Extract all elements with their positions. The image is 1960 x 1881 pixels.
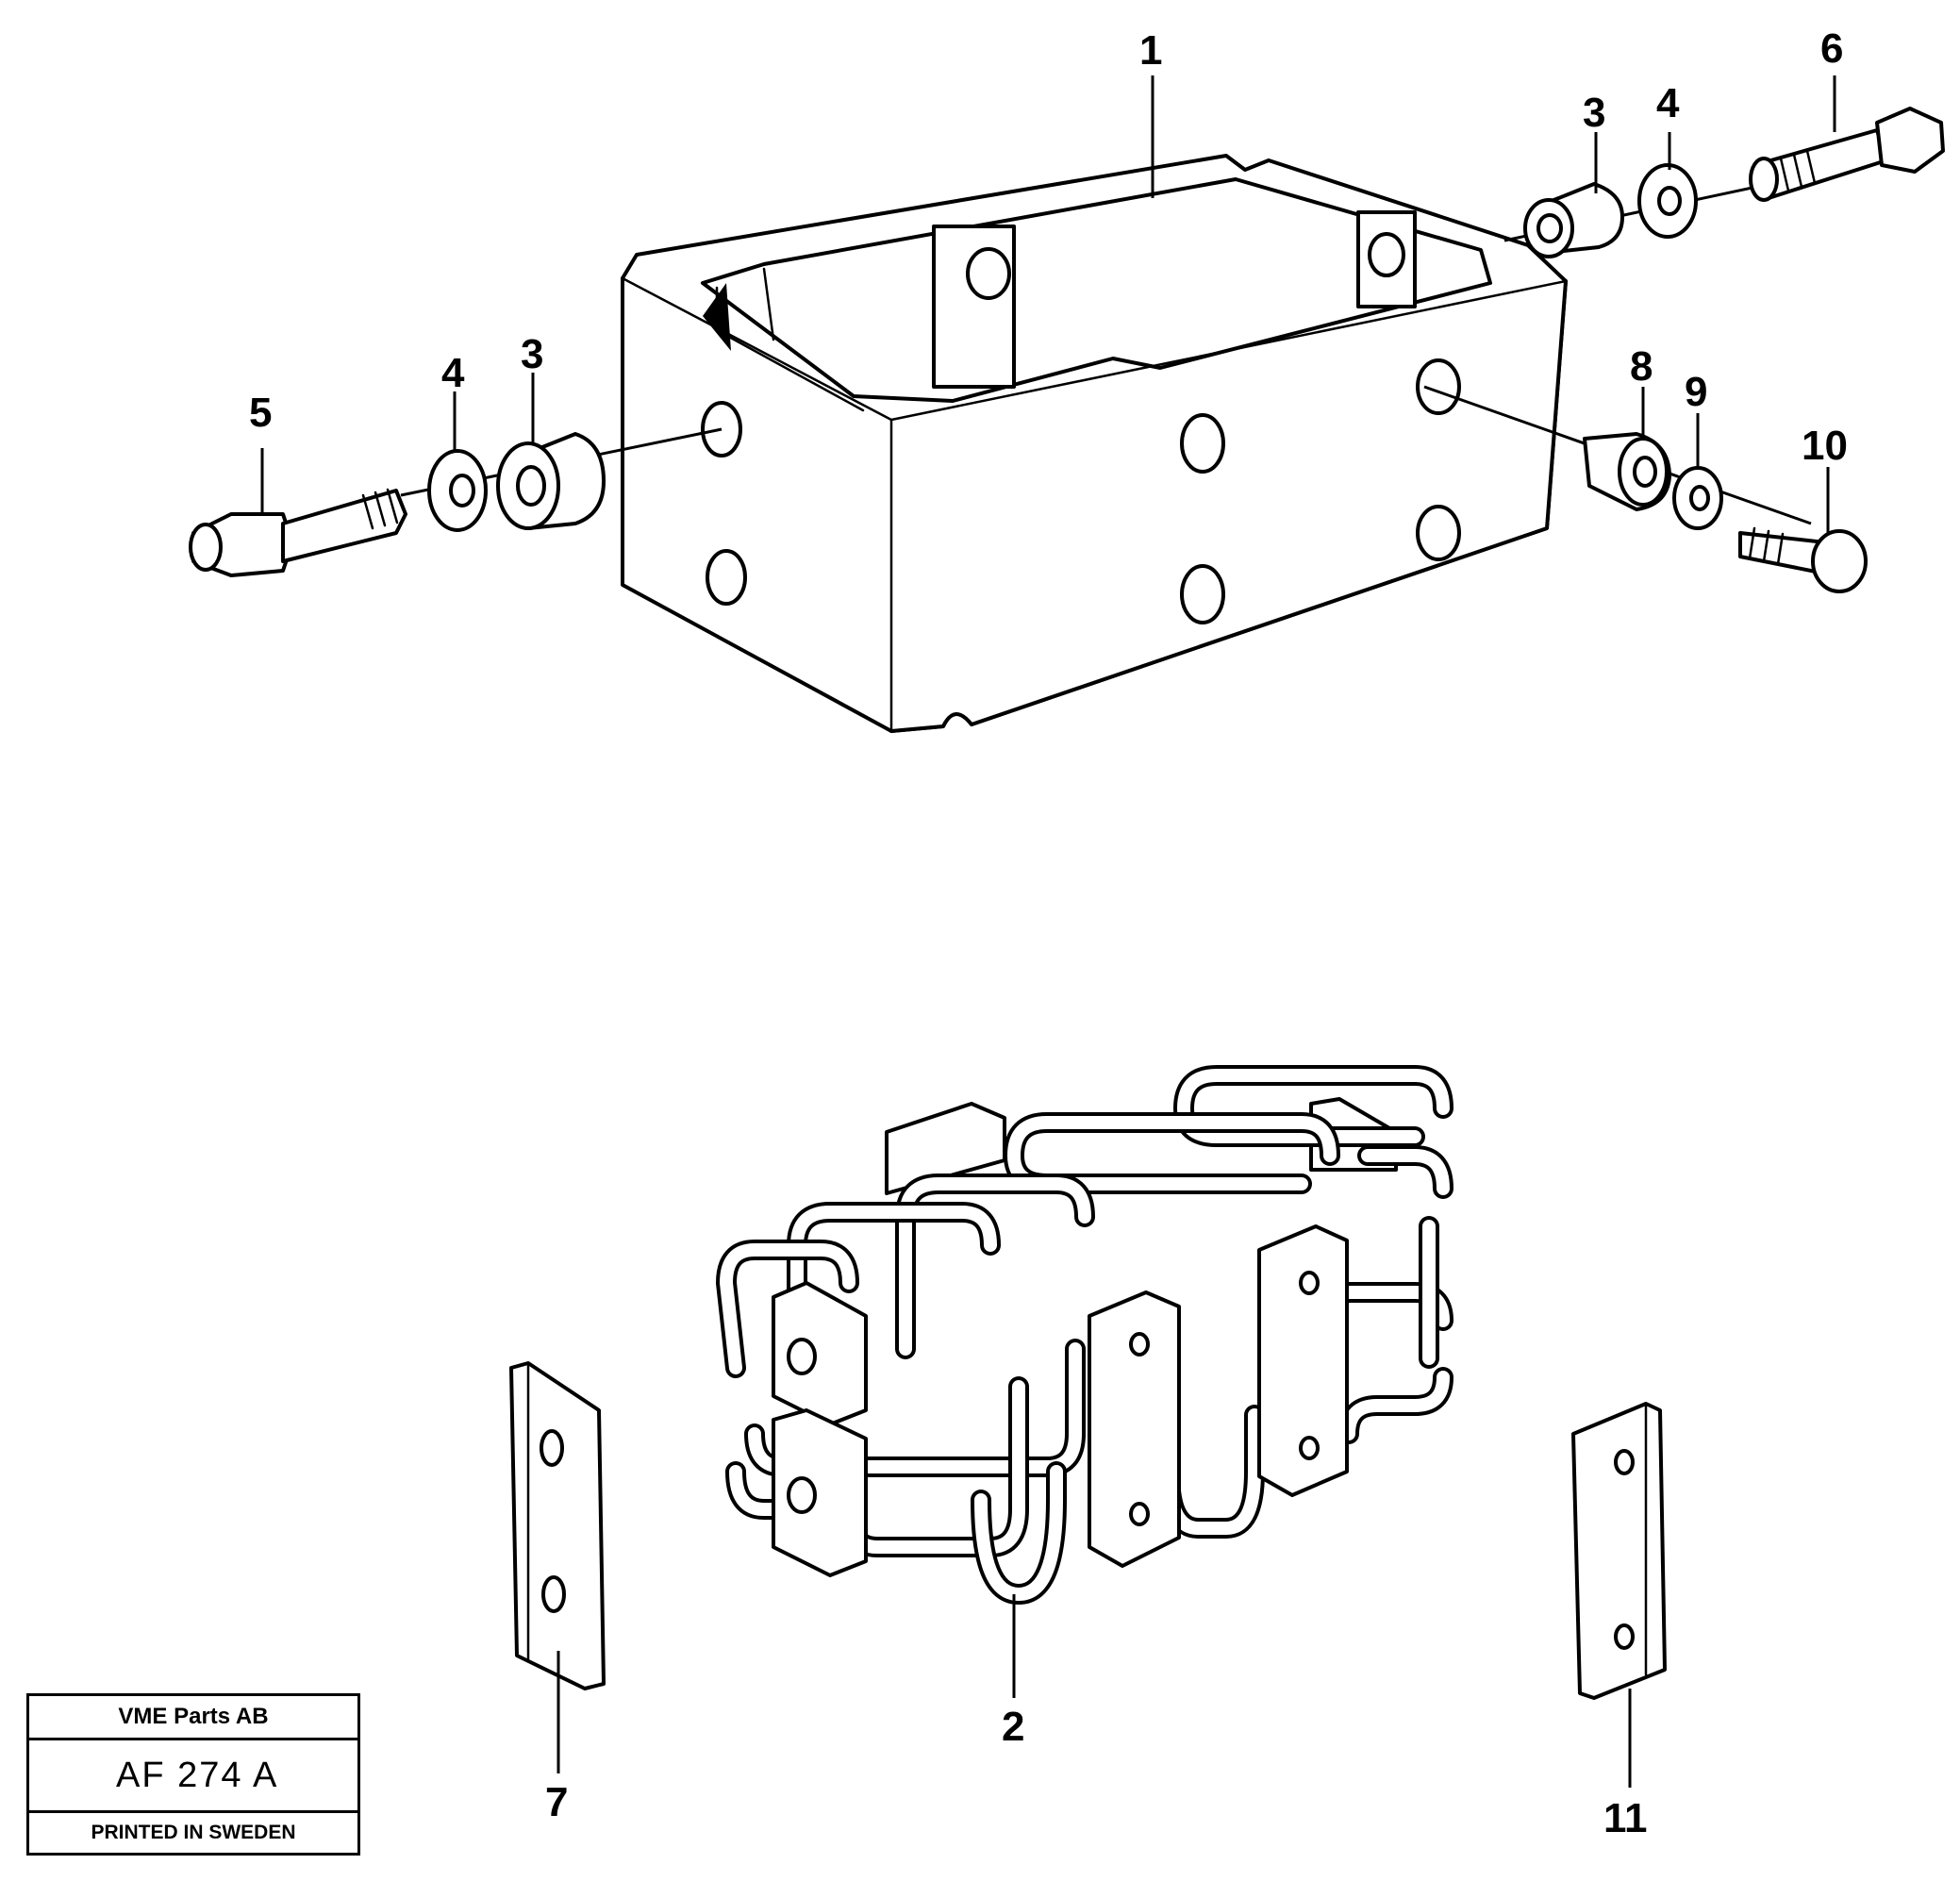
stamp-company: VME Parts AB: [29, 1696, 357, 1740]
stamp-printed: PRINTED IN SWEDEN: [91, 1822, 296, 1843]
callout-5: 5: [249, 390, 272, 436]
callout-9: 9: [1685, 369, 1707, 415]
callout-8: 8: [1630, 343, 1653, 390]
callout-11: 11: [1603, 1795, 1648, 1841]
parts-stamp: VME Parts AB AF 274 A PRINTED IN SWEDEN: [26, 1693, 360, 1856]
callout-4-left: 4: [441, 350, 465, 396]
callout-6: 6: [1820, 25, 1843, 72]
callout-3-top: 3: [1583, 90, 1605, 136]
heater-brackets: [772, 1224, 1349, 1577]
top-right-fasteners: [1503, 107, 1945, 258]
callouts: 1 3 4 6 5 4 3 8 9 10 2 7 11: [249, 25, 1848, 1841]
callout-1: 1: [1139, 27, 1162, 74]
left-fasteners: [189, 427, 723, 577]
heater-tubes: [716, 1065, 1453, 1605]
housing: [621, 154, 1568, 733]
stamp-code: AF 274 A: [29, 1740, 357, 1813]
callout-3-left: 3: [521, 331, 543, 377]
callout-4-top: 4: [1656, 80, 1680, 126]
callout-2: 2: [1002, 1704, 1024, 1750]
heater-element: [716, 1065, 1453, 1605]
callout-10: 10: [1802, 423, 1848, 469]
callout-7: 7: [545, 1779, 568, 1825]
plate-7: [509, 1361, 606, 1690]
plate-11: [1571, 1402, 1667, 1700]
leader-lines: [260, 75, 1836, 1788]
